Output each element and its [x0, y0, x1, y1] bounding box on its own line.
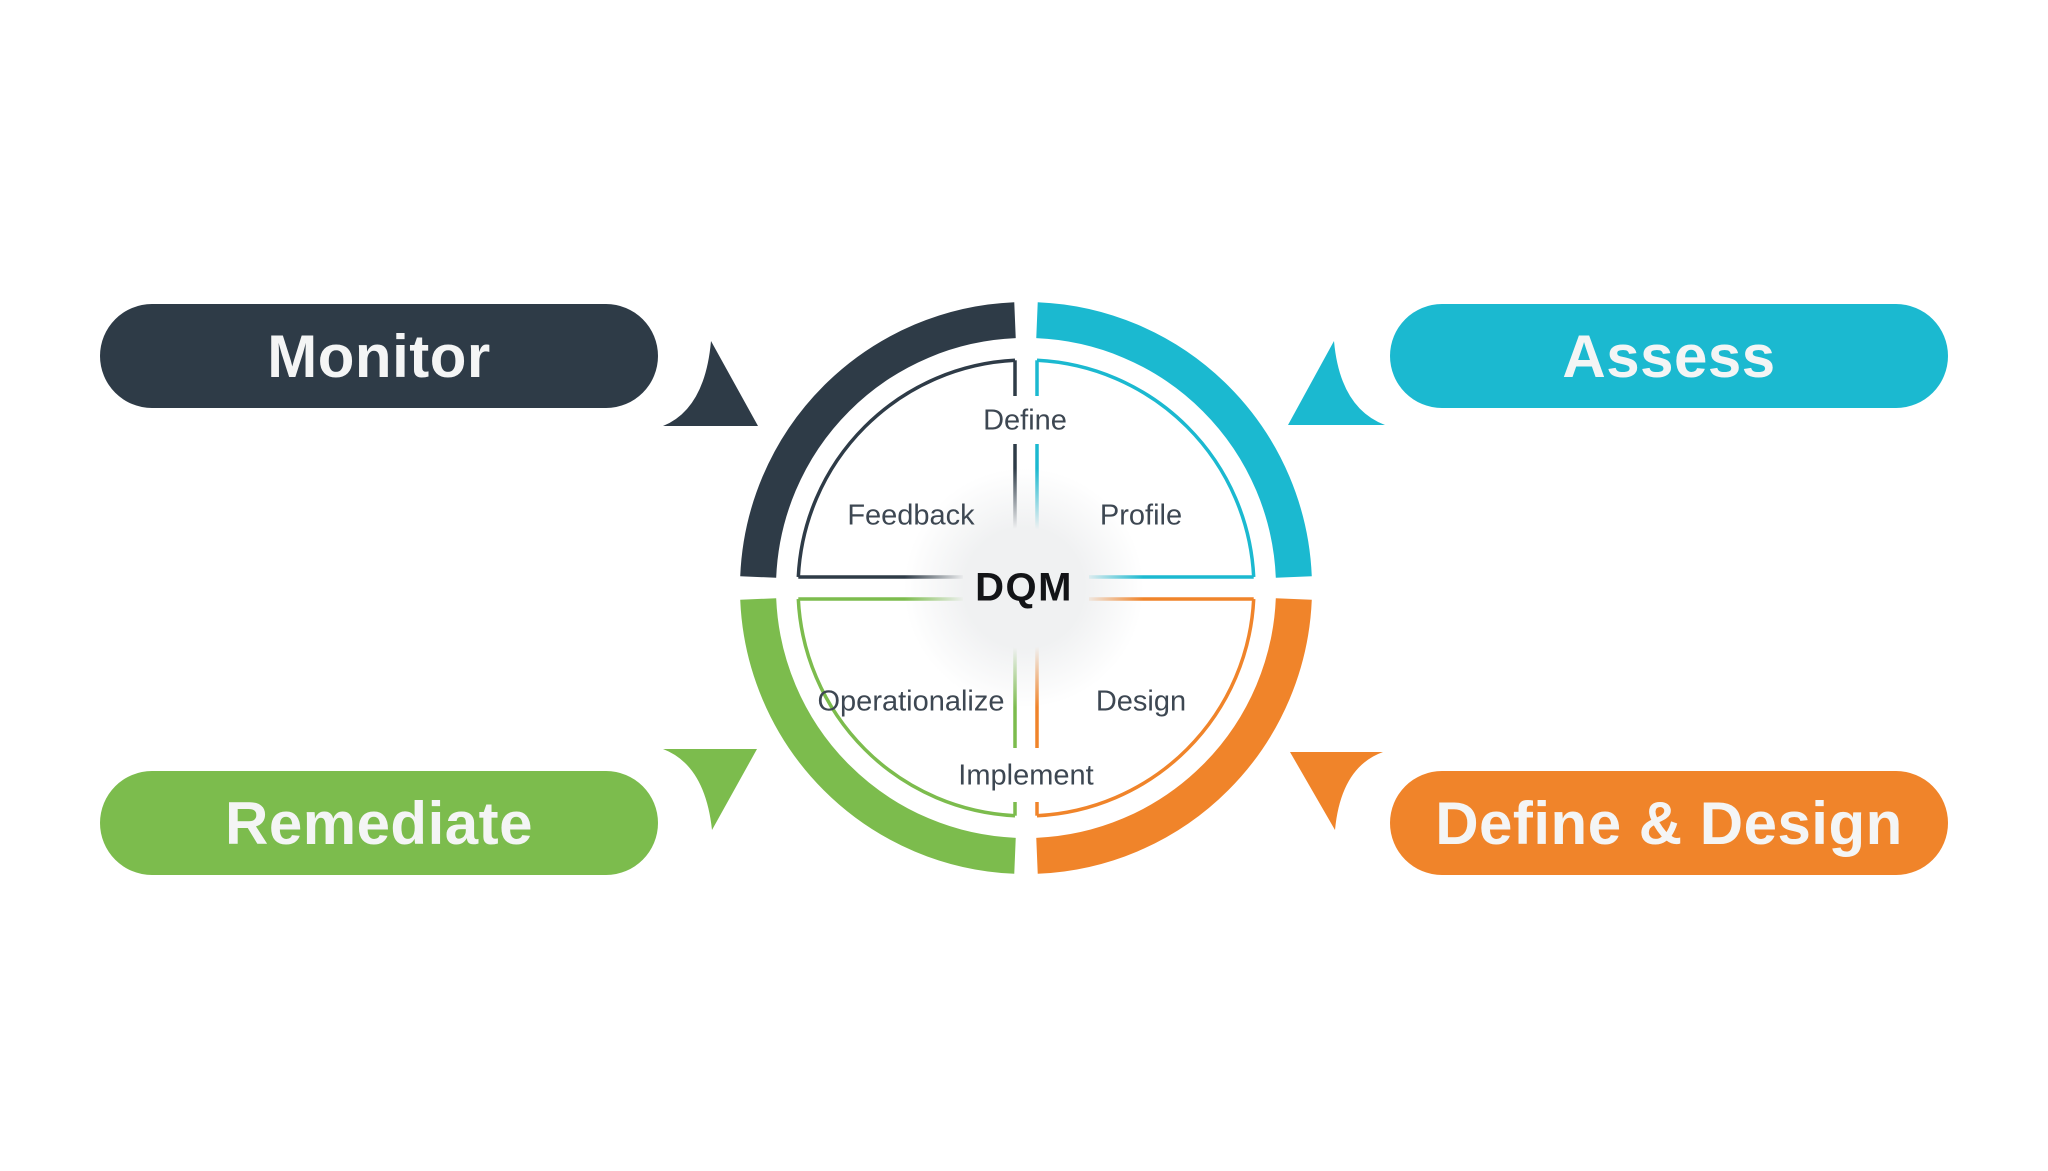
quadrant-outline-operationalize: [796, 598, 1016, 818]
step-label-feedback: Feedback: [847, 499, 975, 532]
ring-arc-assess: [1036, 302, 1312, 578]
ring-arc-monitor: [740, 302, 1016, 578]
flow-arrow-define-design: [1290, 752, 1383, 830]
stage-pill-monitor: Monitor: [100, 304, 658, 408]
flow-arrow-remediate: [663, 749, 757, 830]
stage-pill-define-design: Define & Design: [1390, 771, 1948, 875]
ring-arc-define-design: [1036, 598, 1312, 874]
flow-arrow-monitor: [663, 341, 758, 426]
center-circle: [904, 468, 1144, 708]
flow-arrow-assess: [1288, 341, 1385, 425]
step-label-profile: Profile: [1099, 499, 1183, 532]
center-title: DQM: [975, 565, 1073, 610]
quadrant-outline-feedback: [796, 358, 1016, 578]
step-label-define: Define: [983, 404, 1067, 437]
quadrant-outline-design: [1036, 598, 1256, 818]
step-label-implement: Implement: [958, 759, 1094, 792]
step-label-operationalize: Operationalize: [817, 685, 1005, 718]
stage-pill-remediate: Remediate: [100, 771, 658, 875]
quadrant-outline-profile: [1036, 358, 1256, 578]
step-label-design: Design: [1095, 685, 1187, 718]
ring-arc-remediate: [740, 598, 1016, 874]
stage-pill-assess: Assess: [1390, 304, 1948, 408]
